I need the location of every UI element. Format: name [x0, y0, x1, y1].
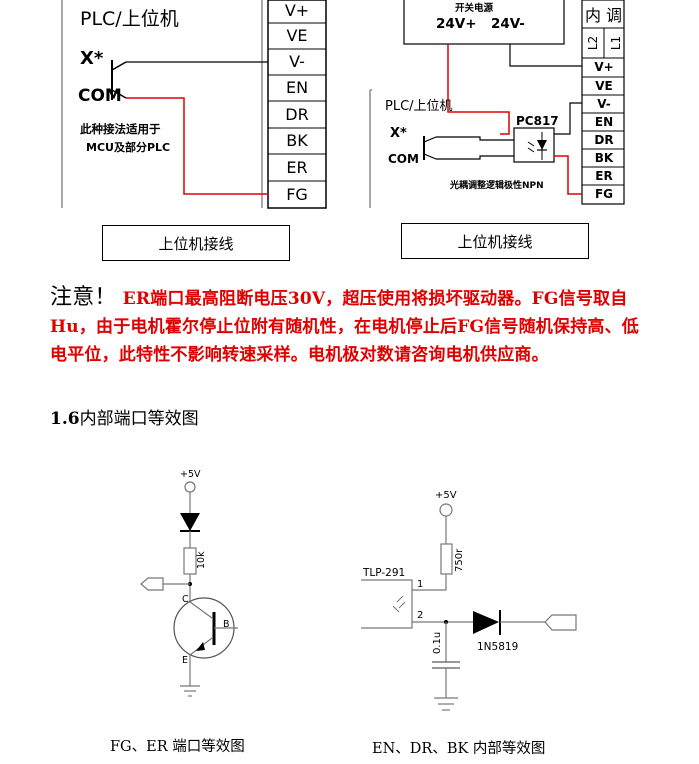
- right-com-label: COM: [388, 152, 419, 166]
- section-number: 1.6: [50, 409, 80, 429]
- notice-text: ER端口最高阻断电压30V，超压使用将损坏驱动器。FG信号取自Hu，由于电机霍尔…: [50, 289, 640, 365]
- section-heading: 1.6内部端口等效图: [50, 404, 199, 429]
- left-caption-box: 上位机接线: [102, 225, 290, 261]
- left-terminal-en: EN: [285, 78, 309, 97]
- en-resistor-label: 750r: [454, 548, 465, 572]
- fg-er-caption: FG、ER 端口等效图: [110, 739, 245, 755]
- pin1-label: 1: [417, 579, 424, 590]
- right-terminal-vminus: V-: [597, 97, 611, 111]
- diode-label: 1N5819: [477, 641, 519, 653]
- left-terminal-ve: VE: [286, 26, 308, 45]
- left-terminal-vplus: V+: [284, 1, 310, 20]
- right-caption: 上位机接线: [457, 232, 533, 251]
- left-terminal-list: V+ VE V- EN DR BK ER FG: [268, 0, 326, 208]
- side-label-1: 内: [585, 6, 602, 25]
- coupler-label: TLP-291: [363, 567, 406, 579]
- right-caption-box: 上位机接线: [401, 223, 589, 259]
- right-terminal-fg: FG: [594, 187, 614, 201]
- fg-collector-label: C: [182, 594, 189, 605]
- right-terminal-er: ER: [595, 169, 613, 183]
- power-supply-title: 开关电源: [455, 3, 494, 14]
- left-terminal-vminus: V-: [289, 52, 305, 71]
- section-title: 内部端口等效图: [79, 409, 199, 429]
- capacitor-label: 0.1u: [432, 631, 443, 654]
- en-supply-label: +5V: [435, 490, 457, 501]
- right-terminal-dr: DR: [594, 133, 614, 147]
- side-label-2: 调: [606, 6, 623, 25]
- right-x-label: X*: [390, 126, 407, 141]
- en-dr-bk-caption: EN、DR、BK 内部等效图: [372, 741, 546, 757]
- right-terminal-en: EN: [594, 115, 614, 129]
- power-supply-neg: 24V-: [491, 16, 525, 32]
- left-terminal-dr: DR: [285, 105, 309, 124]
- fg-emitter-label: E: [182, 655, 189, 666]
- left-note-line1: 此种接法适用于: [80, 122, 161, 136]
- fg-supply-label: +5V: [180, 469, 201, 480]
- right-terminal-list: V+ VE V- EN DR BK ER FG: [584, 58, 624, 204]
- optocoupler-label: PC817: [516, 114, 559, 128]
- right-plc-title: PLC/上位机: [385, 99, 453, 114]
- left-x-label: X*: [80, 48, 104, 69]
- right-terminal-bk: BK: [594, 151, 614, 165]
- left-note-line2: MCU及部分PLC: [86, 141, 171, 154]
- left-terminal-er: ER: [286, 158, 308, 177]
- right-terminal-vplus: V+: [594, 60, 614, 74]
- right-note: 光耦调整逻辑极性NPN: [450, 181, 544, 191]
- power-supply-pos: 24V+: [436, 16, 477, 32]
- left-terminal-bk: BK: [286, 131, 308, 150]
- left-com-label: COM: [78, 86, 122, 106]
- fg-base-label: B: [223, 619, 230, 630]
- left-plc-title: PLC/上位机: [80, 8, 179, 30]
- right-terminal-ve: VE: [595, 79, 613, 93]
- left-caption: 上位机接线: [158, 234, 234, 253]
- notice-lead: 注意！: [50, 285, 117, 310]
- pin2-label: 2: [417, 610, 424, 621]
- notice-paragraph: 注意！ ER端口最高阻断电压30V，超压使用将损坏驱动器。FG信号取自Hu，由于…: [50, 284, 650, 369]
- left-terminal-fg: FG: [286, 185, 308, 204]
